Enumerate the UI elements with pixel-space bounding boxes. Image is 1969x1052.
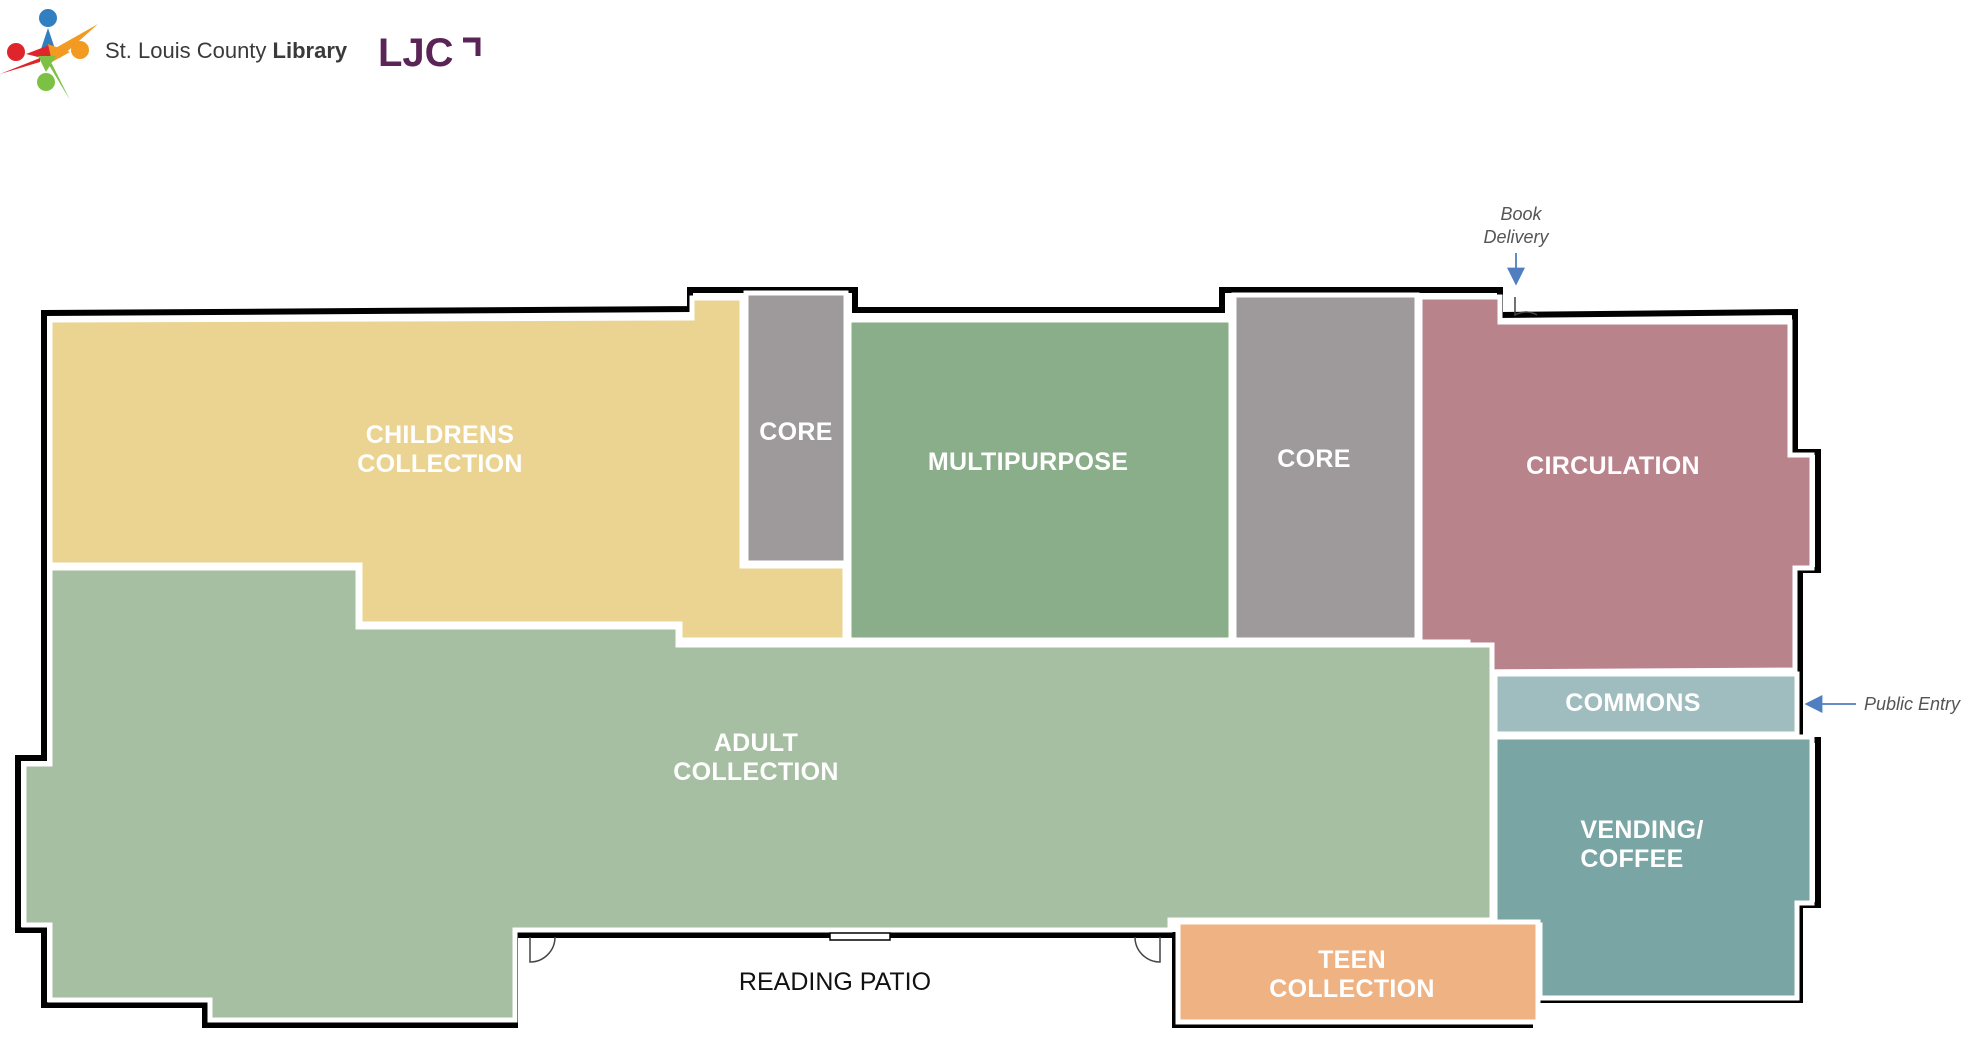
room-core-right: CORE: [1231, 292, 1420, 643]
room-label-vending-1: VENDING/: [1580, 816, 1703, 844]
firm-logo-text: LJC: [378, 31, 454, 75]
reading-patio-label: READING PATIO: [739, 968, 931, 996]
room-label-adult-1: ADULT: [714, 729, 798, 757]
room-label-vending-2: COFFEE: [1580, 845, 1683, 873]
people-logo-icon: [0, 9, 98, 100]
firm-logo: LJC: [378, 31, 481, 75]
annotation-book-delivery: Book Delivery: [1483, 204, 1550, 286]
room-label-teen-2: COLLECTION: [1269, 975, 1435, 1003]
room-vending-coffee: VENDING/ COFFEE: [1492, 734, 1815, 1001]
room-commons: COMMONS: [1492, 671, 1800, 737]
room-core-left: CORE: [743, 290, 849, 566]
room-teen-collection: TEEN COLLECTION: [1175, 919, 1541, 1025]
patio-window: [829, 932, 891, 941]
room-label-childrens-1: CHILDRENS: [366, 421, 515, 449]
book-delivery-label-2: Delivery: [1483, 227, 1549, 247]
firm-logo-mark: [463, 37, 481, 56]
library-logo: St. Louis County Library: [0, 9, 348, 100]
public-entry-label: Public Entry: [1864, 694, 1961, 714]
room-label-adult-2: COLLECTION: [673, 758, 839, 786]
room-label-childrens-2: COLLECTION: [357, 450, 523, 478]
room-label-core-right: CORE: [1277, 445, 1350, 473]
room-label-core-left: CORE: [759, 418, 832, 446]
book-delivery-label-1: Book: [1500, 204, 1542, 224]
room-circulation: CIRCULATION: [1417, 294, 1815, 675]
room-adult-collection: ADULT COLLECTION: [21, 565, 1495, 1023]
room-label-commons: COMMONS: [1565, 689, 1700, 717]
room-multipurpose: MULTIPURPOSE: [846, 317, 1234, 643]
door-book-delivery: [1514, 297, 1538, 317]
door-patio-right: [1134, 936, 1161, 963]
door-patio-left: [529, 936, 556, 963]
room-childrens-collection: CHILDRENS COLLECTION: [47, 295, 848, 643]
room-label-circulation: CIRCULATION: [1526, 452, 1700, 480]
annotation-public-entry: Public Entry: [1804, 694, 1961, 714]
library-name: St. Louis County Library: [105, 38, 348, 63]
room-label-multipurpose: MULTIPURPOSE: [928, 448, 1128, 476]
room-label-teen-1: TEEN: [1318, 946, 1386, 974]
